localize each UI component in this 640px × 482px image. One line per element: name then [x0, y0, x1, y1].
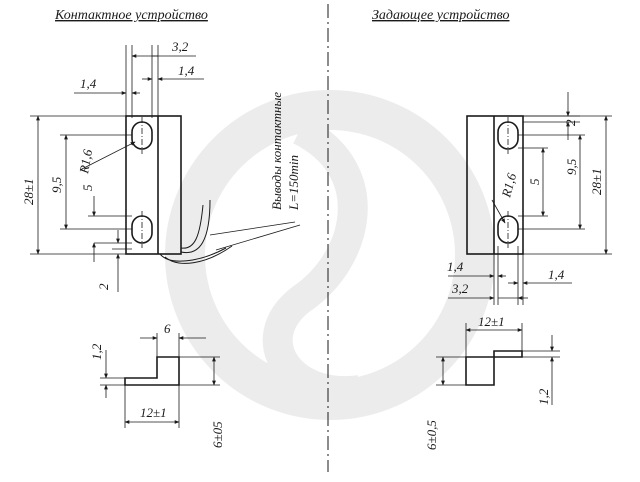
right-dim-r16: R1,6	[498, 171, 519, 200]
left-dim-9-5: 9,5	[49, 176, 64, 193]
right-main-view	[466, 115, 524, 255]
right-dim-28: 28±1	[589, 168, 604, 195]
right-side-view: 12±1 6±0,5 1,2	[424, 314, 560, 450]
left-dim-1-2: 1,2	[89, 343, 104, 360]
left-side-view: 6 1,2 12±1 6±05	[89, 321, 225, 448]
right-dim-12: 12±1	[478, 314, 505, 329]
right-dim-1-4-left: 1,4	[447, 259, 464, 274]
right-dim-3-2: 3,2	[451, 281, 469, 296]
right-title: Задающее устройство	[372, 8, 509, 23]
left-dim-5: 5	[80, 184, 95, 191]
left-leads-line2: L=150min	[286, 155, 301, 211]
right-dimensions: 2 9,5 28±1 5 R1,6 1,4 1,4	[447, 92, 612, 305]
left-dim-2: 2	[96, 283, 111, 290]
left-dim-1-4-right: 1,4	[178, 63, 195, 78]
right-dim-9-5: 9,5	[564, 158, 579, 175]
left-dim-3-2: 3,2	[171, 39, 189, 54]
left-main-view	[125, 115, 301, 264]
left-dim-12: 12±1	[140, 405, 167, 420]
watermark-logo	[165, 90, 495, 420]
right-dim-1-4-right: 1,4	[548, 267, 565, 282]
left-dimensions: 3,2 1,4 1,4 28±1 9,5 R1,6 5 2 Вы	[21, 39, 301, 292]
left-dim-6: 6	[164, 321, 171, 336]
right-dim-2: 2	[563, 119, 578, 126]
left-leads-line1: Выводы контактные	[269, 92, 284, 210]
left-title: Контактное устройство	[54, 8, 208, 23]
left-dim-28: 28±1	[21, 178, 36, 205]
left-dim-6-05: 6±05	[210, 421, 225, 448]
left-dim-r16: R1,6	[76, 148, 95, 176]
right-dim-5: 5	[527, 178, 542, 185]
right-dim-6-05: 6±0,5	[424, 420, 439, 450]
right-dim-1-2: 1,2	[536, 388, 551, 405]
left-dim-1-4-left: 1,4	[80, 76, 97, 91]
